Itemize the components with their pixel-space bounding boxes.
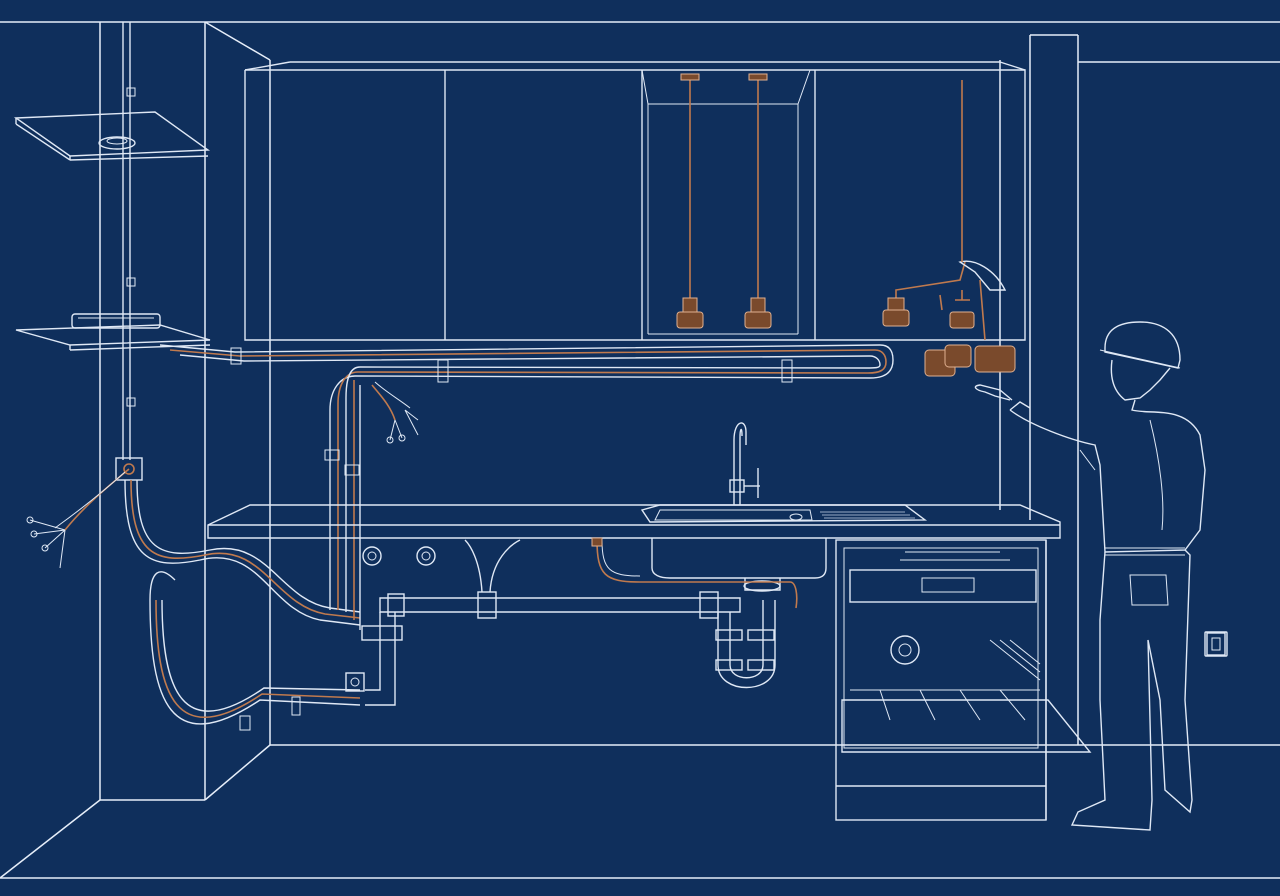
vertical-conduit (122, 22, 136, 460)
wire-clips (239, 696, 301, 731)
countertop (207, 504, 1061, 539)
sink-basin (640, 504, 928, 579)
wire-bundle-loop (124, 479, 361, 725)
pigtail-wires (371, 381, 419, 444)
loose-wires-left (26, 468, 130, 569)
supply-lines (464, 537, 798, 609)
drain-pipe-assembly (361, 578, 781, 706)
under-cabinet-wire-run-1 (159, 344, 894, 612)
wall-shelf-top (13, 111, 211, 161)
faucet (729, 422, 760, 505)
pendant-light-2 (744, 73, 772, 329)
technician-figure (974, 321, 1206, 831)
under-cabinet-wire-run-2 (230, 347, 793, 630)
upper-cabinets (244, 61, 1026, 341)
pendant-light-1 (676, 73, 704, 329)
junction-box-icon (115, 457, 143, 481)
wall-shelf-bottom (15, 313, 211, 351)
water-valve-icon (362, 546, 436, 566)
room-frame (0, 21, 1280, 879)
light-switch-icon (1204, 631, 1228, 657)
wall-outlet-icon (345, 632, 1226, 692)
pendant-light-3 (882, 261, 975, 329)
fixture-under-install (924, 80, 1016, 377)
dishwasher (835, 539, 1092, 821)
